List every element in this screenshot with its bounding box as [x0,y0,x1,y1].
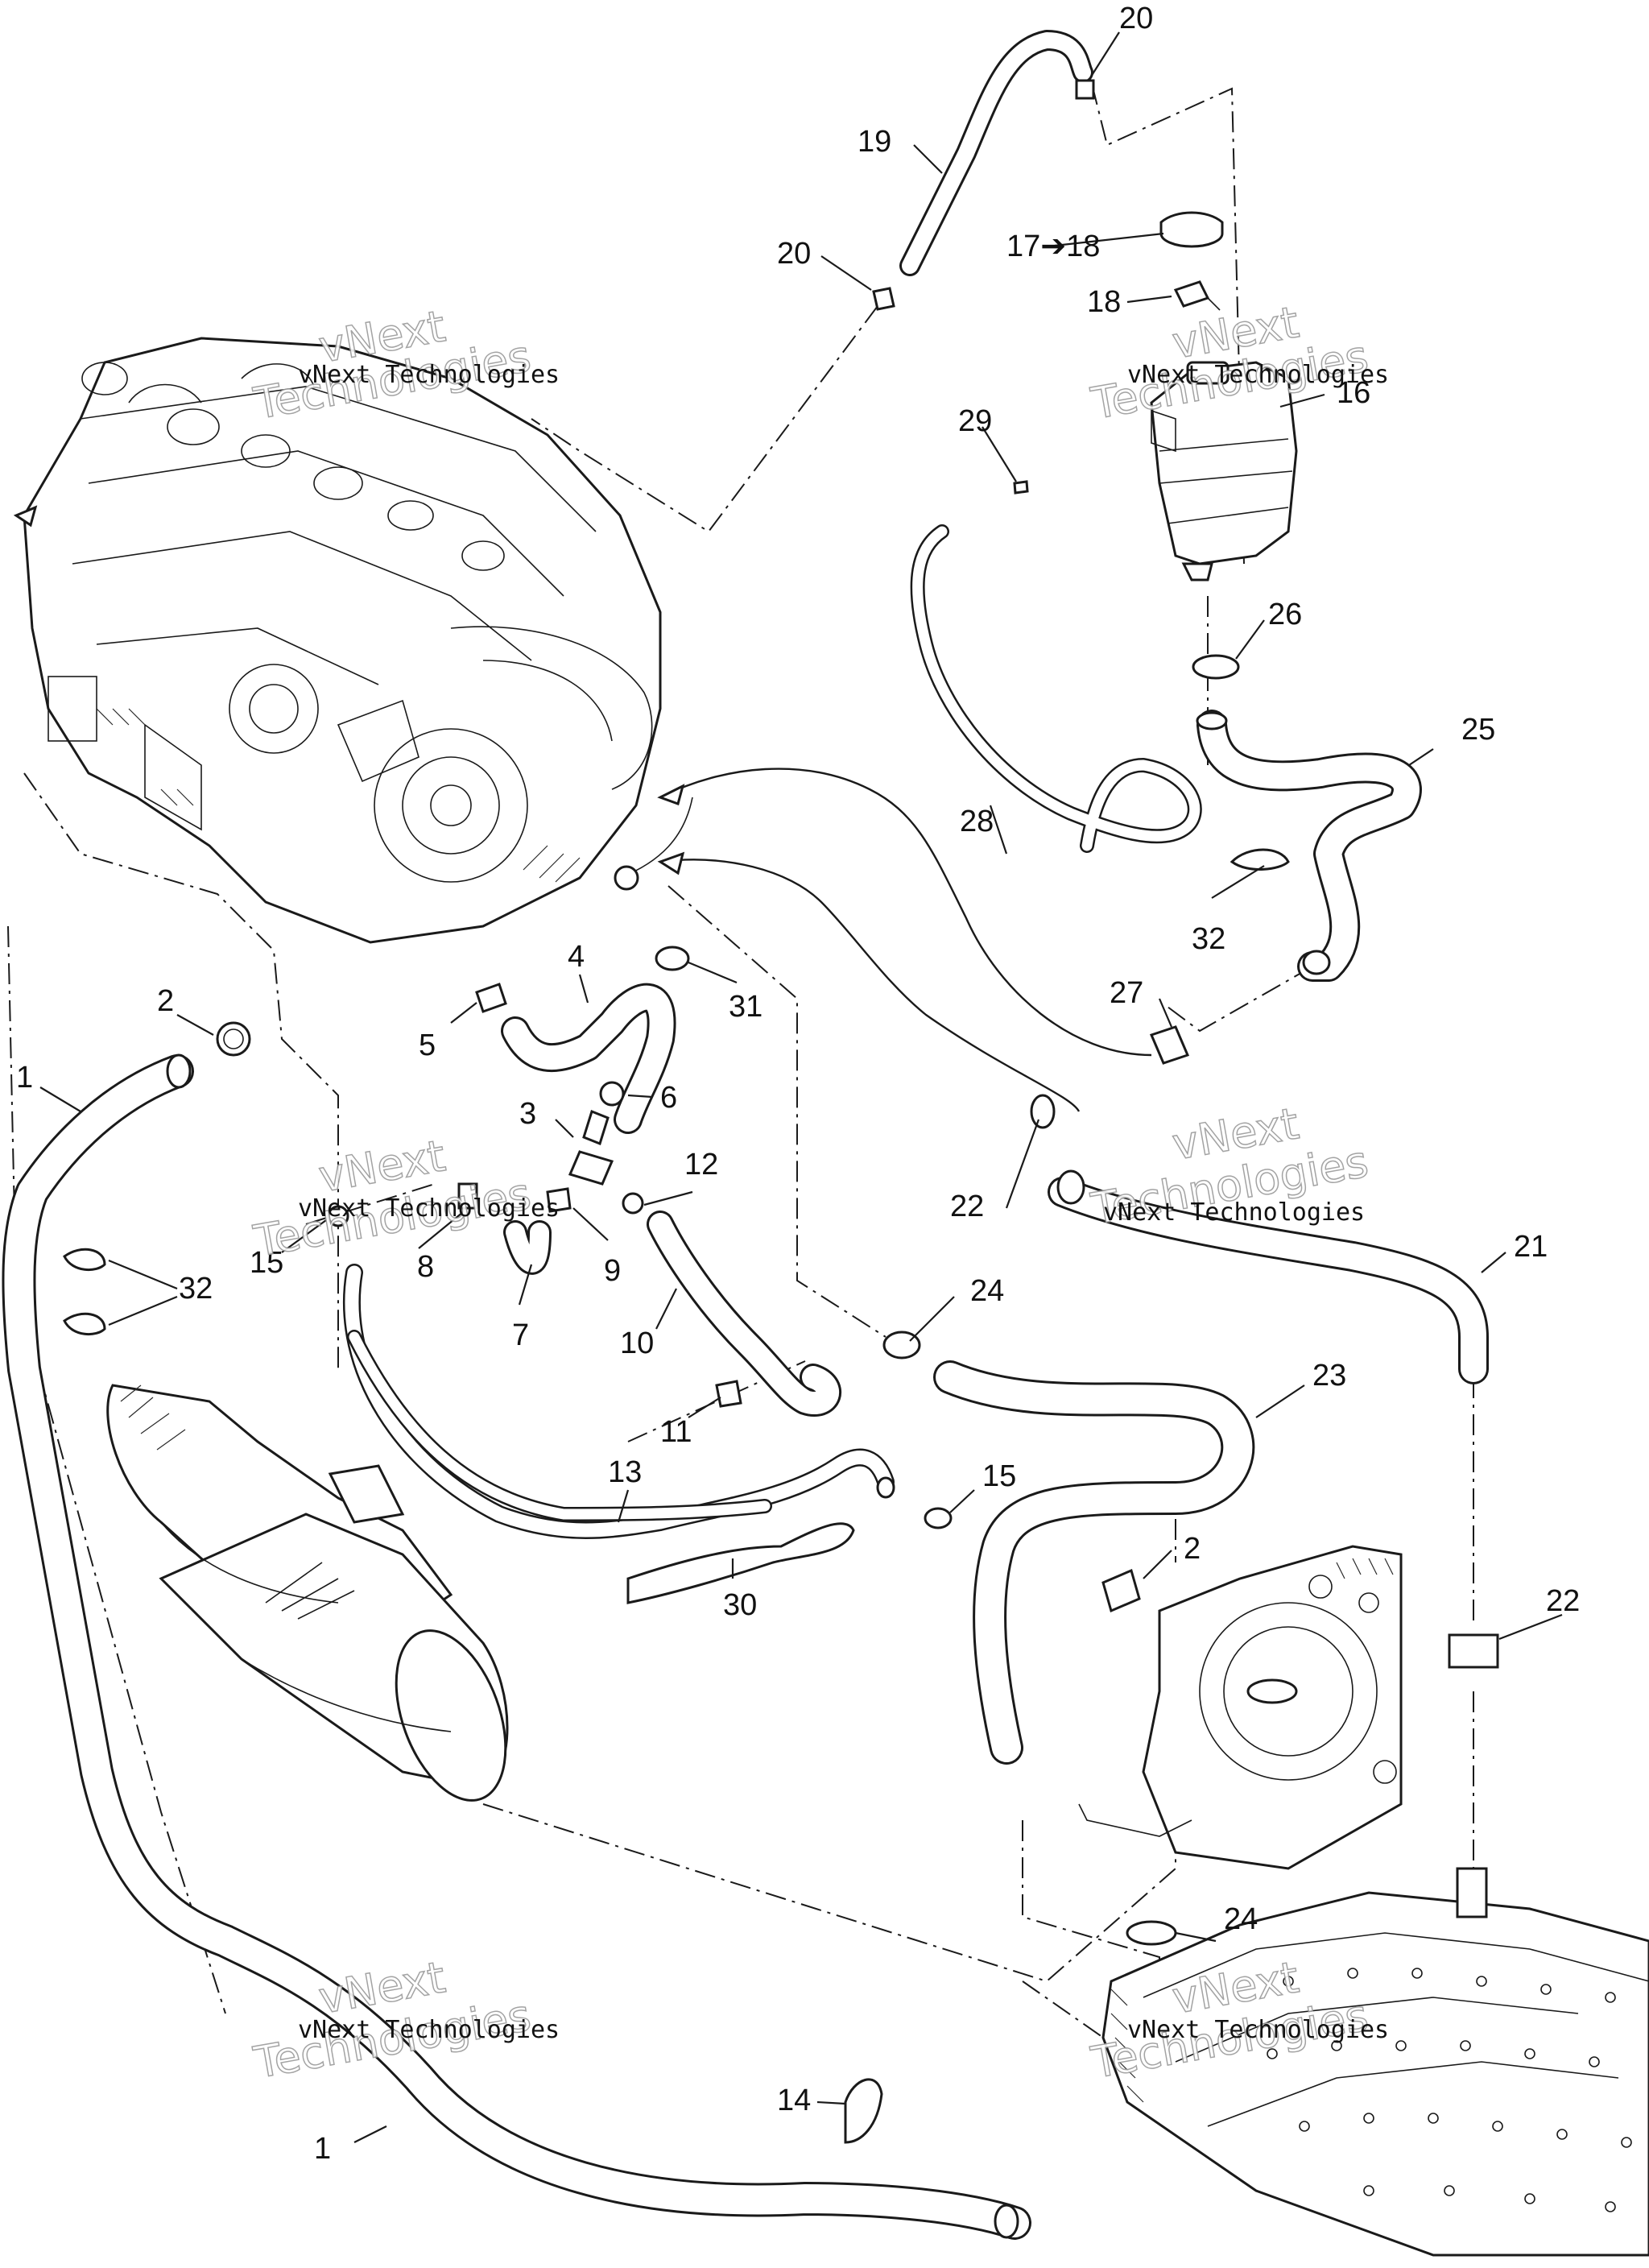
callout-24: 24 [1224,1902,1258,1936]
hose-21 [1048,1169,1489,1384]
callout-15: 15 [250,1246,283,1280]
svg-text:vNext Technologies: vNext Technologies [1127,2016,1389,2044]
callout-17-18: 17➔18 [1006,230,1100,263]
callout-10: 10 [620,1326,654,1360]
svg-text:vNext Technologies: vNext Technologies [298,361,560,389]
cap-tether [1173,280,1221,311]
callout-4: 4 [568,940,585,974]
callout-3: 3 [519,1097,536,1131]
callout-16: 16 [1337,376,1370,410]
callout-31: 31 [729,990,763,1024]
callout-20: 20 [1119,2,1153,35]
engine-assembly [23,337,693,944]
callout-12: 12 [684,1148,718,1182]
watermark-middle-right: vNext Technologies vNext Technologies [1087,1098,1373,1235]
hose-7 [503,1220,552,1275]
callout-leaders [39,31,1563,2143]
coolant-tank [1150,361,1298,581]
callout-6: 6 [660,1081,677,1115]
hose-23 [933,1360,1255,1765]
pump-housing [1078,1545,1403,1870]
flow-arrows [13,505,1152,1112]
callout-32: 32 [1192,922,1225,956]
svg-text:vNext Technologies: vNext Technologies [1127,361,1389,389]
hose-8 [342,1264,895,1539]
callout-2: 2 [157,984,174,1018]
callout-20: 20 [777,237,811,271]
callout-15: 15 [982,1459,1016,1493]
callout-13: 13 [608,1455,642,1489]
hose-19 [899,30,1093,276]
callout-24: 24 [970,1274,1004,1308]
callout-25: 25 [1461,713,1495,747]
ride-plate [1101,1867,1649,2257]
callout-23: 23 [1312,1359,1346,1393]
svg-text:vNext: vNext [315,300,448,372]
callout-9: 9 [604,1254,621,1288]
svg-text:vNext Technologies: vNext Technologies [1103,1198,1365,1227]
callout-22: 22 [950,1190,984,1223]
callout-21: 21 [1514,1230,1548,1264]
callout-11: 11 [660,1415,692,1449]
callout-14: 14 [777,2084,811,2117]
ride-plate-holes [1267,1968,1632,2212]
callout-labels: 1 1 2 2 3 4 5 6 7 8 9 10 11 12 13 14 15 … [16,2,1580,2166]
callout-22: 22 [1546,1584,1580,1618]
callout-1: 1 [16,1061,33,1095]
callout-29: 29 [958,404,992,438]
hose-25 [1196,710,1422,982]
hose-28 [910,524,1202,853]
callout-1: 1 [314,2132,331,2166]
callout-30: 30 [723,1588,757,1622]
callout-26: 26 [1268,598,1302,631]
callout-19: 19 [858,125,891,159]
hose-4 [501,983,676,1134]
callout-2: 2 [1184,1532,1201,1566]
callout-28: 28 [960,805,994,838]
svg-text:vNext Technologies: vNext Technologies [298,1194,560,1223]
svg-text:vNext Technologies: vNext Technologies [298,2016,560,2044]
callout-5: 5 [419,1028,436,1062]
hose-1 [2,1053,1031,2240]
callout-32: 32 [179,1272,213,1306]
reservoir-cap [1159,211,1224,248]
callout-8: 8 [417,1250,434,1284]
hose-10 [647,1211,841,1417]
callout-7: 7 [512,1318,529,1352]
callout-27: 27 [1110,976,1143,1010]
muffler-assembly [106,1384,509,1802]
hose-13 [347,1330,772,1521]
clamps-and-fittings [63,79,1499,2144]
callout-18: 18 [1087,285,1121,319]
